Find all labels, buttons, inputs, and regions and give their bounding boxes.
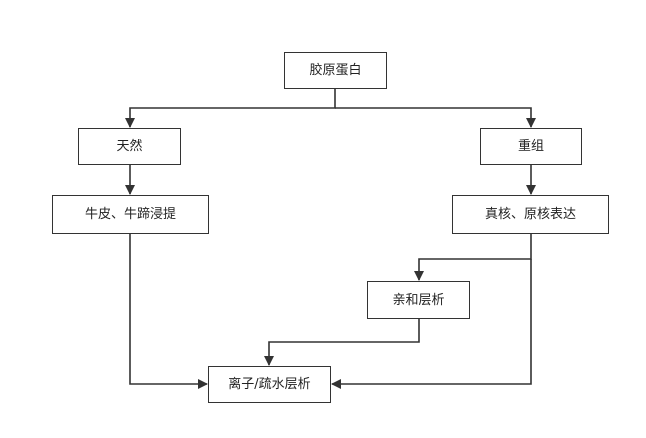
node-natural-label: 天然 <box>116 139 143 154</box>
node-expression-label: 真核、原核表达 <box>484 207 576 222</box>
node-collagen: 胶原蛋白 <box>284 52 387 89</box>
edge-affinity-to-ion-hydrophobic <box>264 319 420 366</box>
node-collagen-label: 胶原蛋白 <box>309 63 362 78</box>
edge-expression-to-affinity <box>414 234 532 281</box>
node-affinity-chromatography: 亲和层析 <box>367 281 470 319</box>
edge-expression-to-ion-hydrophobic <box>331 259 532 389</box>
edge-collagen-to-recombinant <box>335 107 536 128</box>
node-expression: 真核、原核表达 <box>452 195 609 234</box>
node-natural: 天然 <box>78 128 181 165</box>
node-extraction-label: 牛皮、牛蹄浸提 <box>84 207 176 222</box>
node-extraction: 牛皮、牛蹄浸提 <box>52 195 209 234</box>
edge-extraction-to-ion-hydrophobic <box>129 234 208 389</box>
node-ion-hydrophobic-chromatography: 离子/疏水层析 <box>208 366 331 403</box>
node-ion-hydrophobic-label: 离子/疏水层析 <box>228 377 311 392</box>
node-recombinant: 重组 <box>480 128 582 165</box>
node-recombinant-label: 重组 <box>517 139 544 154</box>
edge-collagen-to-natural <box>125 89 336 128</box>
node-affinity-label: 亲和层析 <box>392 292 445 308</box>
